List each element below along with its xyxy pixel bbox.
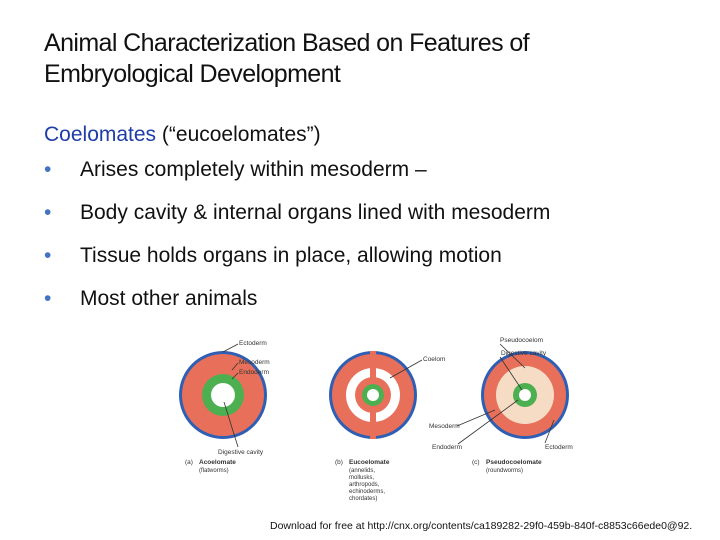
digestive-cavity-b	[367, 389, 379, 401]
label-ectoderm-a: Ectoderm	[239, 340, 267, 347]
bullet-item: • Body cavity & internal organs lined wit…	[44, 200, 550, 243]
body-plan-diagram: Ectoderm Mesoderm Endoderm Digestive cav…	[179, 337, 573, 502]
bullet-marker: •	[44, 244, 52, 267]
caption-b-line: arthropods,	[349, 482, 380, 488]
caption-b-name: Eucoelomate	[349, 459, 390, 466]
bullet-text: Body cavity & internal organs lined with…	[80, 201, 551, 224]
bullet-item: • Most other animals	[44, 286, 550, 329]
label-pseudocoelom: Pseudocoelom	[500, 337, 543, 344]
bullet-marker: •	[44, 287, 52, 310]
caption-a-name: Acoelomate	[199, 459, 236, 466]
label-ectoderm-c: Ectoderm	[545, 444, 573, 451]
bullet-text: Arises completely within mesoderm –	[80, 158, 427, 181]
label-mesoderm-a: Mesoderm	[239, 359, 270, 366]
eucoelomate-diagram	[329, 351, 417, 439]
leader-lines	[222, 343, 555, 448]
caption-c: (c) Pseudocoelomate (roundworms)	[472, 459, 542, 474]
label-digestive-cavity-a: Digestive cavity	[218, 449, 264, 456]
slide-title: Animal Characterization Based on Feature…	[44, 29, 530, 88]
subheading-keyword: Coelomates	[44, 123, 157, 146]
label-endoderm-c: Endoderm	[432, 444, 462, 451]
caption-c-letter: (c)	[472, 459, 480, 466]
digestive-cavity-a	[211, 383, 235, 407]
label-endoderm-a: Endoderm	[239, 369, 269, 376]
pseudocoelomate-diagram	[481, 351, 569, 439]
bullet-text: Tissue holds organs in place, allowing m…	[80, 244, 502, 267]
bullet-marker: •	[44, 158, 52, 181]
subheading: Coelomates (“eucoelomates”)	[44, 122, 321, 148]
digestive-cavity-c	[519, 389, 531, 401]
source-footer: Download for free at http://cnx.org/cont…	[270, 520, 693, 532]
caption-b-line: echinoderms,	[349, 489, 385, 495]
caption-b-line: (annelids,	[349, 468, 375, 474]
acoelomate-diagram	[179, 351, 267, 439]
caption-b-letter: (b)	[335, 459, 343, 466]
label-digestive-cavity-c: Digestive cavity	[501, 350, 547, 357]
caption-a-line: (flatworms)	[199, 468, 229, 474]
caption-a-letter: (a)	[185, 459, 193, 466]
bullet-text: Most other animals	[80, 287, 258, 310]
bullet-item: • Tissue holds organs in place, allowing …	[44, 243, 550, 286]
bullet-marker: •	[44, 201, 52, 224]
label-mesoderm-c: Mesoderm	[429, 423, 460, 430]
caption-c-line: (roundworms)	[486, 468, 523, 474]
caption-b-line: mollusks,	[349, 475, 374, 481]
bullet-item: • Arises completely within mesoderm –	[44, 157, 550, 200]
body-plan-figure: Ectoderm Mesoderm Endoderm Digestive cav…	[150, 330, 595, 515]
caption-b: (b) Eucoelomate (annelids, mollusks, art…	[335, 459, 390, 502]
caption-a: (a) Acoelomate (flatworms)	[185, 459, 236, 474]
subheading-rest: (“eucoelomates”)	[156, 123, 321, 146]
label-coelom: Coelom	[423, 356, 445, 363]
bullet-list: • Arises completely within mesoderm – • Bo…	[44, 157, 550, 329]
caption-b-line: chordates)	[349, 496, 377, 502]
caption-c-name: Pseudocoelomate	[486, 459, 542, 466]
